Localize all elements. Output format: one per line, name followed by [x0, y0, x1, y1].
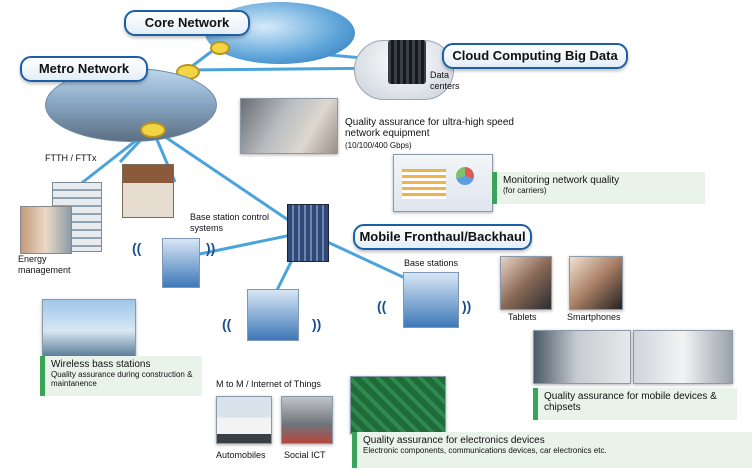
- signal-wave-icon: )): [462, 298, 472, 314]
- wireless-sub: Quality assurance during construction & …: [51, 370, 193, 388]
- circuit-board-photo: [350, 376, 446, 434]
- smartphones-label: Smartphones: [567, 312, 621, 322]
- monitoring-bars: [402, 169, 446, 199]
- mobile-qa-callout: Quality assurance for mobile devices & c…: [533, 388, 737, 420]
- electronics-title: Quality assurance for electronics device…: [363, 435, 545, 446]
- control-rack-image: [287, 204, 329, 262]
- mobile-lab-photo-2: [633, 330, 733, 384]
- energy-photo: [20, 206, 72, 254]
- wireless-worker-photo: [42, 299, 136, 357]
- data-center-image: [388, 40, 426, 84]
- monitoring-title: Monitoring network quality: [503, 175, 620, 186]
- qa-equipment-title: Quality assurance for ultra-high speed n…: [345, 117, 514, 139]
- electronics-sub: Electronic components, communications de…: [363, 446, 607, 455]
- mobile-fronthaul-label: Mobile Fronthaul/Backhaul: [353, 224, 532, 250]
- automobiles-label: Automobiles: [216, 450, 266, 460]
- signal-wave-icon: ((: [222, 316, 232, 332]
- qa-equipment-sub: (10/100/400 Gbps): [345, 141, 412, 150]
- signal-wave-icon: )): [312, 316, 322, 332]
- network-equipment-photo: [240, 98, 338, 154]
- bs-control-label: Base station control systems: [190, 212, 270, 233]
- monitoring-sub: (for carriers): [503, 186, 547, 195]
- signal-wave-icon: ((: [132, 240, 142, 256]
- wireless-title: Wireless bass stations: [51, 359, 151, 370]
- smartphone-photo: [569, 256, 623, 310]
- base-station-tower-3: [403, 272, 459, 328]
- ftth-label: FTTH / FTTx: [45, 153, 97, 163]
- m2m-label: M to M / Internet of Things: [216, 379, 321, 389]
- tablet-photo: [500, 256, 552, 310]
- monitoring-screenshot: [393, 154, 493, 212]
- signal-wave-icon: ((: [377, 298, 387, 314]
- monitoring-callout: Monitoring network quality (for carriers…: [492, 172, 705, 204]
- cloud-label: Cloud Computing Big Data: [442, 43, 628, 69]
- electronics-callout: Quality assurance for electronics device…: [352, 432, 752, 468]
- metro-node-dot: [140, 122, 166, 138]
- wireless-callout: Wireless bass stations Quality assurance…: [40, 356, 202, 396]
- base-stations-label: Base stations: [404, 258, 459, 268]
- mobile-lab-photo-1: [533, 330, 631, 384]
- core-node-dot-2: [210, 41, 230, 55]
- social-ict-photo: [281, 396, 333, 444]
- monitoring-pie-chart: [456, 167, 474, 185]
- automobile-photo: [216, 396, 272, 444]
- energy-label: Energy management: [18, 254, 71, 275]
- metro-network-label: Metro Network: [20, 56, 148, 82]
- social-ict-label: Social ICT: [284, 450, 326, 460]
- tablets-label: Tablets: [508, 312, 537, 322]
- mobile-qa-text: Quality assurance for mobile devices & c…: [544, 391, 717, 413]
- signal-wave-icon: )): [206, 240, 216, 256]
- base-station-tower-2: [247, 289, 299, 341]
- core-network-label: Core Network: [124, 10, 250, 36]
- house-image: [122, 164, 174, 218]
- data-centers-label: Data centers: [430, 70, 460, 91]
- base-station-tower-1: [162, 238, 200, 288]
